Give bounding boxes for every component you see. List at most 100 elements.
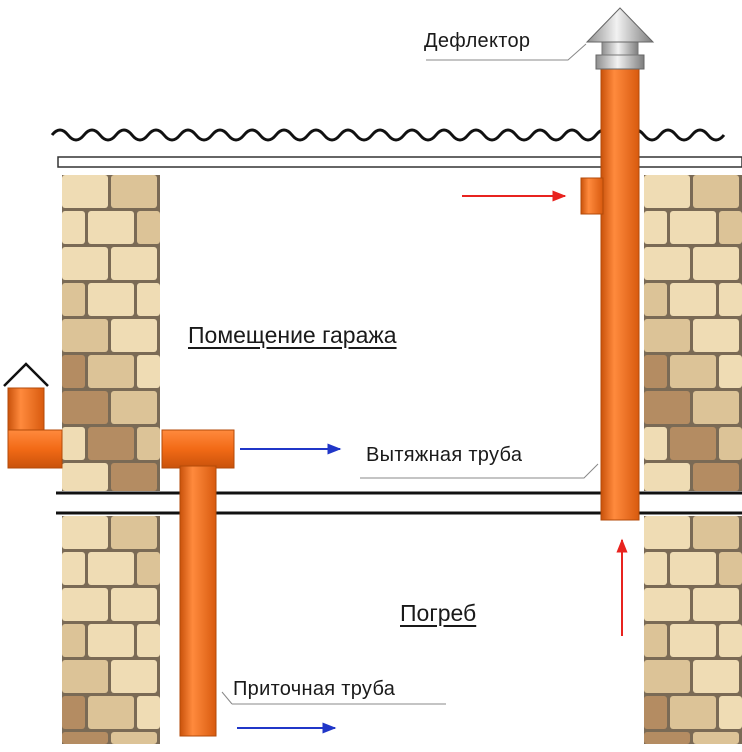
brick: [62, 427, 85, 460]
brick: [644, 391, 690, 424]
exhaust-label-leader-line: [360, 463, 599, 479]
brick: [62, 283, 85, 316]
brick: [644, 732, 690, 744]
brick: [62, 211, 85, 244]
supply-pipe-horizontal-inner: [161, 429, 235, 469]
exhaust-pipe-side-inlet: [580, 177, 604, 215]
brick: [644, 588, 690, 621]
brick: [670, 696, 716, 729]
brick: [644, 552, 667, 585]
brick: [693, 319, 739, 352]
brick: [111, 660, 157, 693]
brick: [88, 211, 134, 244]
brick: [644, 463, 690, 491]
brick: [693, 391, 739, 424]
brick: [88, 624, 134, 657]
brick: [137, 427, 160, 460]
garage-room-label: Помещение гаража: [188, 322, 397, 348]
supply-label-leader-line: [221, 691, 446, 705]
brick: [719, 552, 742, 585]
brick: [644, 660, 690, 693]
brick: [644, 175, 690, 208]
deflector-leader-line: [426, 43, 587, 61]
left-wall-upper: [62, 175, 160, 491]
brick: [137, 355, 160, 388]
brick: [62, 175, 108, 208]
brick: [693, 732, 739, 744]
brick: [693, 660, 739, 693]
brick: [88, 283, 134, 316]
brick: [137, 624, 160, 657]
brick: [670, 552, 716, 585]
brick: [670, 211, 716, 244]
brick: [62, 732, 108, 744]
brick: [644, 247, 690, 280]
brick: [88, 355, 134, 388]
supply-pipe-horizontal-outer: [7, 429, 63, 469]
brick: [62, 516, 108, 549]
supply-pipe-label: Приточная труба: [233, 678, 396, 700]
brick: [670, 427, 716, 460]
brick: [62, 247, 108, 280]
exhaust-pipe: [600, 67, 640, 521]
supply-intake-cap-icon: [3, 362, 49, 387]
brick: [111, 319, 157, 352]
brick: [88, 696, 134, 729]
brick: [644, 211, 667, 244]
brick: [670, 624, 716, 657]
brick: [644, 319, 690, 352]
brick: [719, 624, 742, 657]
right-wall-upper: [644, 175, 742, 491]
brick: [62, 355, 85, 388]
brick: [62, 624, 85, 657]
brick: [62, 588, 108, 621]
brick: [111, 516, 157, 549]
brick: [693, 247, 739, 280]
brick: [644, 427, 667, 460]
brick: [644, 283, 667, 316]
brick: [644, 355, 667, 388]
brick: [62, 391, 108, 424]
brick: [693, 175, 739, 208]
deflector-label: Дефлектор: [424, 30, 531, 52]
brick: [111, 247, 157, 280]
brick: [137, 696, 160, 729]
brick: [111, 732, 157, 744]
right-wall-lower: [644, 516, 742, 744]
brick: [644, 696, 667, 729]
brick: [670, 355, 716, 388]
brick: [719, 211, 742, 244]
brick: [693, 463, 739, 491]
brick: [62, 660, 108, 693]
brick: [111, 175, 157, 208]
brick: [111, 463, 157, 491]
brick: [137, 552, 160, 585]
brick: [644, 624, 667, 657]
exhaust-pipe-label: Вытяжная труба: [366, 444, 523, 466]
brick: [62, 696, 85, 729]
brick: [670, 283, 716, 316]
brick: [88, 427, 134, 460]
deflector-cap-icon: [585, 7, 655, 70]
supply-pipe-vertical: [179, 465, 217, 737]
roof-beam: [57, 156, 742, 168]
supply-pipe-outer-riser: [7, 387, 45, 435]
brick: [62, 463, 108, 491]
brick: [137, 283, 160, 316]
cellar-label: Погреб: [400, 600, 477, 626]
brick: [693, 516, 739, 549]
brick: [111, 588, 157, 621]
brick: [719, 696, 742, 729]
brick: [693, 588, 739, 621]
left-wall-lower: [62, 516, 160, 744]
brick: [88, 552, 134, 585]
brick: [137, 211, 160, 244]
brick: [719, 355, 742, 388]
brick: [644, 516, 690, 549]
brick: [62, 319, 108, 352]
brick: [111, 391, 157, 424]
brick: [62, 552, 85, 585]
brick: [719, 427, 742, 460]
